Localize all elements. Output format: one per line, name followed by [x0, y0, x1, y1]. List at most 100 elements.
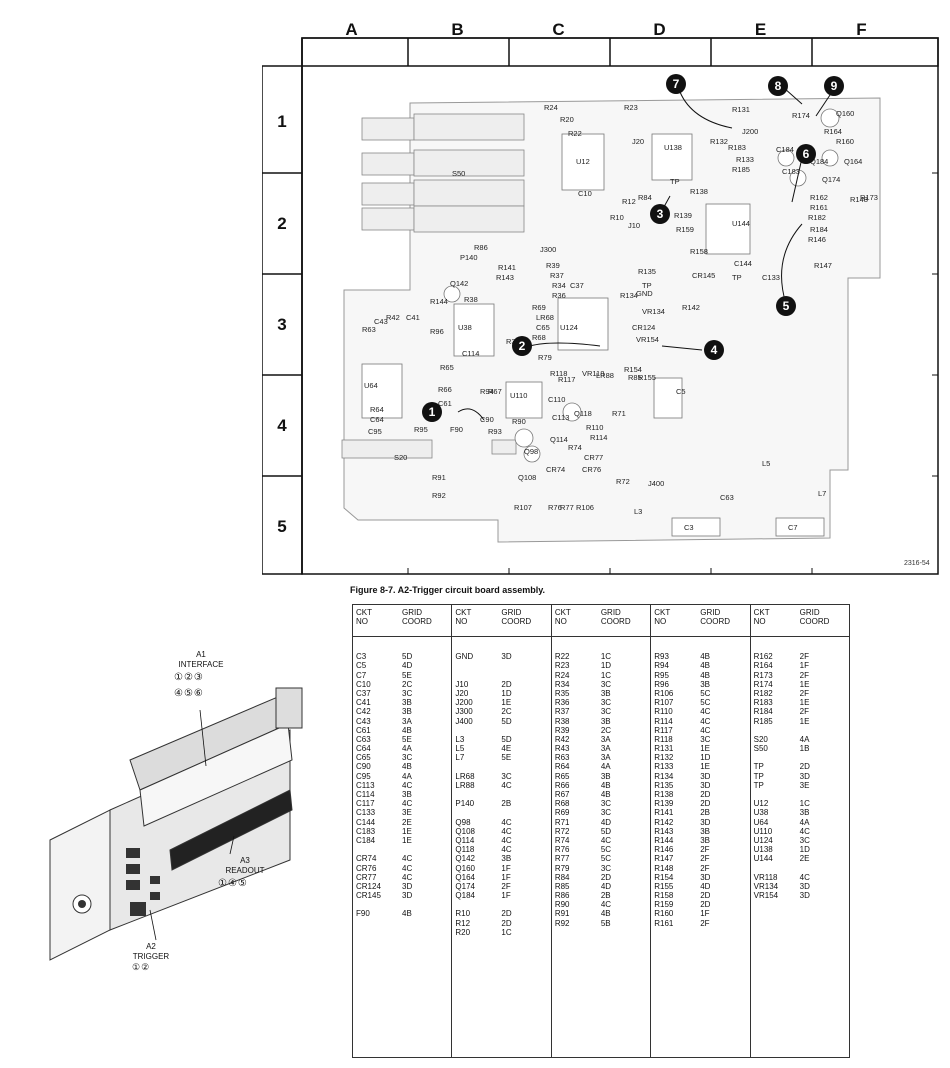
- part-label: R95: [414, 425, 428, 434]
- grid-coordinate: 2C: [600, 725, 612, 735]
- circuit-number: C144: [356, 817, 376, 827]
- part-label: Q108: [518, 473, 537, 482]
- circuit-number: R77: [554, 854, 570, 864]
- part-label: R155: [638, 373, 656, 382]
- circuit-number: C3: [356, 652, 367, 662]
- part-label: C10: [578, 189, 592, 198]
- part-label: C110: [548, 395, 566, 404]
- circuit-number: [455, 643, 501, 652]
- part-label: R12: [622, 197, 636, 206]
- part-label: R144: [430, 297, 448, 306]
- circuit-number: LR68: [455, 771, 475, 781]
- part-label: P140: [460, 253, 478, 262]
- grid-coordinate: 5C: [700, 698, 711, 708]
- grid-coordinate: [800, 643, 846, 652]
- circuit-number: R155: [654, 881, 674, 891]
- grid-coordinate: 3C: [700, 734, 711, 744]
- header-grid: GRID: [501, 608, 522, 617]
- grid-coordinate: 2E: [799, 854, 810, 864]
- part-label: R182: [808, 213, 826, 222]
- circuit-number: R36: [554, 698, 570, 708]
- grid-coordinate: 2E: [402, 817, 412, 827]
- circuit-number: [356, 845, 402, 854]
- grid-coordinate: 5D: [501, 734, 512, 744]
- grid-coordinate: 1E: [799, 698, 810, 708]
- part-label: CR74: [546, 465, 566, 474]
- header-coord: COORD: [501, 617, 532, 626]
- part-label: R114: [590, 433, 608, 442]
- circuit-number: C41: [356, 698, 371, 708]
- circuit-number: Q164: [455, 872, 475, 882]
- a1-name: INTERFACE: [178, 660, 224, 669]
- grid-coordinate: 2D: [700, 790, 711, 799]
- grid-coordinate: 4A: [600, 762, 611, 772]
- circuit-number: Q160: [455, 863, 475, 873]
- part-label: R148: [850, 195, 868, 204]
- circuit-number: U64: [753, 817, 769, 827]
- column-label-e: E: [754, 20, 768, 39]
- grid-coordinate: 2F: [799, 652, 809, 662]
- circuit-number: R65: [554, 771, 570, 781]
- grid-coordinate: 3D: [700, 780, 711, 790]
- part-label: U110: [510, 391, 528, 400]
- circuit-number: R162: [753, 652, 773, 662]
- row-label-2: 2: [277, 214, 287, 233]
- part-label: R161: [810, 203, 828, 212]
- circuit-number: U124: [753, 835, 773, 845]
- grid-coordinate: 5C: [600, 845, 612, 855]
- a2-label: A2: [146, 942, 156, 951]
- circuit-number: R147: [654, 854, 674, 864]
- grid-coordinate: 3C: [600, 698, 612, 708]
- part-label: C144: [734, 259, 752, 268]
- row-label-4: 4: [277, 416, 287, 435]
- row-label-5: 5: [277, 517, 287, 536]
- a3-label: A3: [240, 856, 250, 865]
- part-label: R66: [438, 385, 452, 394]
- figure-caption: Figure 8-7. A2-Trigger circuit board ass…: [350, 585, 546, 595]
- callout-marker: 5: [776, 296, 796, 316]
- grid-coordinate: 1D: [600, 661, 612, 671]
- circuit-number: R34: [554, 679, 570, 689]
- table-row: [455, 762, 547, 771]
- circuit-number: [455, 900, 501, 909]
- circuit-number: R141: [654, 808, 674, 818]
- table-row: [356, 900, 448, 909]
- circuit-number: S50: [753, 744, 768, 754]
- grid-coordinate: 2B: [700, 808, 711, 818]
- circuit-number: R96: [654, 679, 669, 689]
- part-label: R138: [690, 187, 708, 196]
- circuit-number: R117: [654, 725, 673, 735]
- part-label: LR88: [596, 371, 614, 380]
- header-coord: COORD: [799, 617, 830, 626]
- grid-coordinate: 2D: [501, 918, 512, 928]
- a1-label: A1: [196, 650, 206, 659]
- circuit-number: Q174: [455, 881, 475, 891]
- part-label: R34: [552, 281, 566, 290]
- circuit-number: VR154: [753, 891, 779, 901]
- part-label: R132: [710, 137, 728, 146]
- grid-coordinate: 4C: [402, 799, 413, 809]
- part-label: R67: [488, 387, 502, 396]
- circuit-number: R92: [554, 918, 570, 928]
- circuit-number: L5: [455, 744, 465, 754]
- part-label: VR134: [642, 307, 665, 316]
